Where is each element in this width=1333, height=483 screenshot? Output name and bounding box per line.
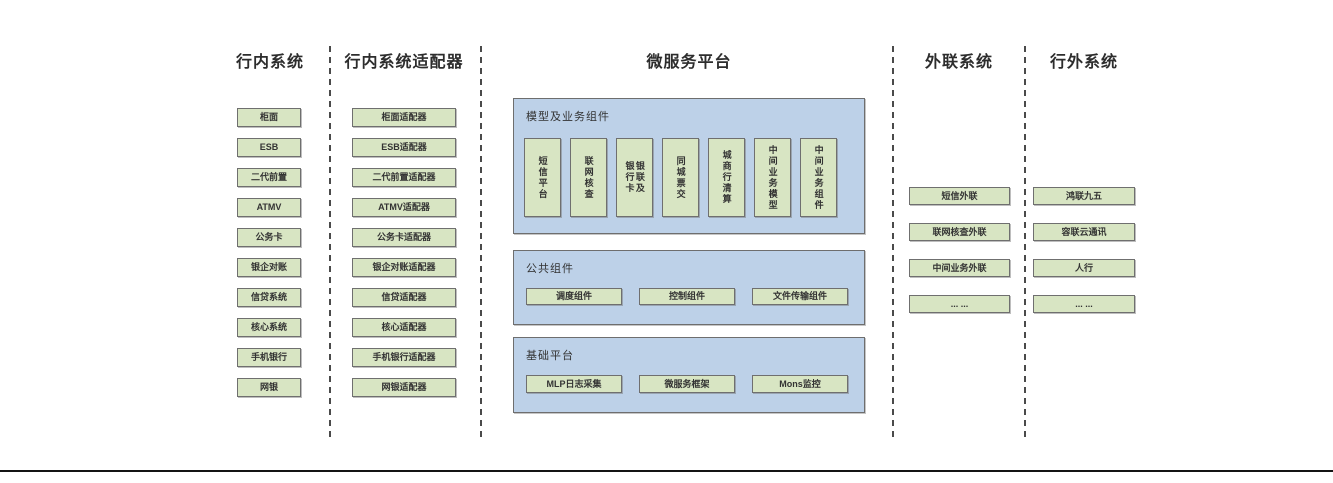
base-platform-row: MLP日志采集 微服务框架 Mons监控	[526, 375, 848, 393]
component-node: 微服务框架	[639, 375, 735, 393]
component-node: 中间业务模型	[754, 138, 791, 217]
external-node: 鸿联九五	[1033, 187, 1135, 205]
common-components-row: 调度组件 控制组件 文件传输组件	[526, 288, 848, 305]
internal-system-node: 信贷系统	[237, 288, 301, 307]
adapter-node: ATMV适配器	[352, 198, 456, 217]
outreach-node: 联网核查外联	[909, 223, 1010, 241]
outreach-node: ... ...	[909, 295, 1010, 313]
component-node: 同城票交	[662, 138, 699, 217]
bottom-divider-line	[0, 470, 1333, 472]
component-node: Mons监控	[752, 375, 848, 393]
component-node: 城商行清算	[708, 138, 745, 217]
adapter-node: 二代前置适配器	[352, 168, 456, 187]
internal-system-node: 柜面	[237, 108, 301, 127]
adapter-node: 手机银行适配器	[352, 348, 456, 367]
group-title: 基础平台	[526, 350, 574, 362]
column-divider	[480, 46, 482, 440]
group-common-components: 公共组件 调度组件 控制组件 文件传输组件	[513, 250, 865, 325]
outreach-systems-list: 短信外联 联网核查外联 中间业务外联 ... ...	[909, 187, 1010, 313]
external-node: ... ...	[1033, 295, 1135, 313]
adapter-node: 银企对账适配器	[352, 258, 456, 277]
outreach-node: 中间业务外联	[909, 259, 1010, 277]
internal-system-node: 网银	[237, 378, 301, 397]
column-title-internal-adapters: 行内系统适配器	[344, 54, 464, 71]
column-divider	[1024, 46, 1026, 440]
column-title-microservice-platform: 微服务平台	[646, 54, 732, 71]
internal-system-node: 银企对账	[237, 258, 301, 277]
component-node: 中间业务组件	[800, 138, 837, 217]
external-node: 容联云通讯	[1033, 223, 1135, 241]
adapter-node: 信贷适配器	[352, 288, 456, 307]
group-title: 模型及业务组件	[526, 111, 610, 123]
outreach-node: 短信外联	[909, 187, 1010, 205]
model-components-row: 短信平台 联网核查 银联及 银行卡 同城票交 城商行清算 中间业务模型 中间业务…	[524, 138, 837, 217]
group-model-business-components: 模型及业务组件 短信平台 联网核查 银联及 银行卡 同城票交 城商行清算 中间业…	[513, 98, 865, 234]
internal-systems-list: 柜面 ESB 二代前置 ATMV 公务卡 银企对账 信贷系统 核心系统 手机银行…	[237, 108, 301, 397]
internal-system-node: ESB	[237, 138, 301, 157]
adapter-node: 柜面适配器	[352, 108, 456, 127]
component-node: 短信平台	[524, 138, 561, 217]
group-title: 公共组件	[526, 263, 574, 275]
internal-adapters-list: 柜面适配器 ESB适配器 二代前置适配器 ATMV适配器 公务卡适配器 银企对账…	[352, 108, 456, 397]
column-divider	[892, 46, 894, 440]
external-node: 人行	[1033, 259, 1135, 277]
component-node: 文件传输组件	[752, 288, 848, 305]
adapter-node: 核心适配器	[352, 318, 456, 337]
column-title-internal-systems: 行内系统	[235, 54, 304, 71]
external-systems-list: 鸿联九五 容联云通讯 人行 ... ...	[1033, 187, 1135, 313]
group-base-platform: 基础平台 MLP日志采集 微服务框架 Mons监控	[513, 337, 865, 413]
column-divider	[329, 46, 331, 440]
adapter-node: 网银适配器	[352, 378, 456, 397]
component-node: 银联及 银行卡	[616, 138, 653, 217]
column-title-outreach-systems: 外联系统	[924, 54, 993, 71]
component-node: 控制组件	[639, 288, 735, 305]
adapter-node: 公务卡适配器	[352, 228, 456, 247]
component-node: 联网核查	[570, 138, 607, 217]
adapter-node: ESB适配器	[352, 138, 456, 157]
internal-system-node: 公务卡	[237, 228, 301, 247]
column-title-external-systems: 行外系统	[1049, 54, 1118, 71]
internal-system-node: 手机银行	[237, 348, 301, 367]
component-node: 调度组件	[526, 288, 622, 305]
component-node: MLP日志采集	[526, 375, 622, 393]
internal-system-node: 核心系统	[237, 318, 301, 337]
internal-system-node: 二代前置	[237, 168, 301, 187]
internal-system-node: ATMV	[237, 198, 301, 217]
